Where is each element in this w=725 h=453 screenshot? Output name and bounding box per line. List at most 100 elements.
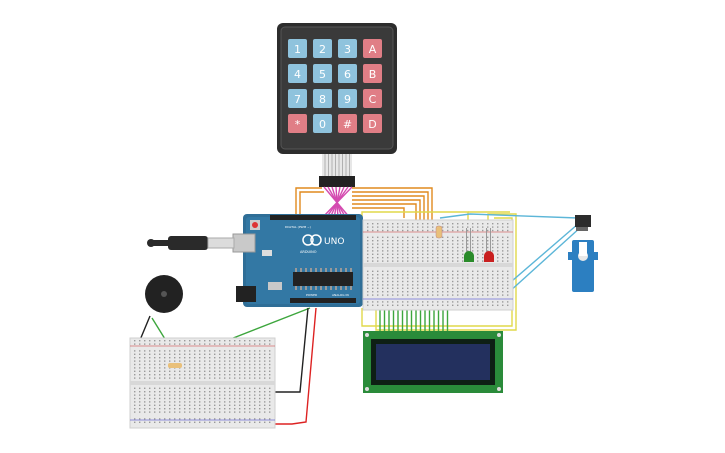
led-red[interactable] <box>484 228 494 262</box>
breadboard-hole <box>174 387 176 389</box>
breadboard-hole <box>487 250 489 252</box>
breadboard-hole <box>492 236 494 238</box>
breadboard-hole <box>149 387 151 389</box>
breadboard-hole <box>179 421 181 423</box>
breadboard-hole <box>492 287 494 289</box>
breadboard-hole <box>452 226 454 228</box>
breadboard-hole <box>214 411 216 413</box>
breadboard-hole <box>407 284 409 286</box>
breadboard-small[interactable] <box>129 337 276 429</box>
breadboard-hole <box>472 291 474 293</box>
breadboard-hole <box>502 236 504 238</box>
keypad-key[interactable] <box>288 89 307 108</box>
breadboard-hole <box>134 387 136 389</box>
breadboard-hole <box>462 294 464 296</box>
breadboard-hole <box>407 226 409 228</box>
keypad-key[interactable] <box>338 64 357 83</box>
breadboard-hole <box>447 240 449 242</box>
keypad-key[interactable] <box>363 39 382 58</box>
breadboard-hole <box>377 250 379 252</box>
breadboard-hole <box>249 374 251 376</box>
breadboard-hole <box>402 240 404 242</box>
breadboard-hole <box>462 243 464 245</box>
breadboard-hole <box>229 353 231 355</box>
breadboard-hole <box>234 363 236 366</box>
keypad-key[interactable] <box>363 64 382 83</box>
breadboard-hole <box>204 367 206 369</box>
keypad-key[interactable] <box>313 89 332 108</box>
keypad-key[interactable] <box>313 114 332 133</box>
breadboard-hole <box>507 260 509 262</box>
breadboard-hole <box>417 229 419 232</box>
breadboard-hole <box>199 404 201 406</box>
breadboard-hole <box>169 394 171 396</box>
breadboard-hole <box>412 287 414 289</box>
breadboard-hole <box>204 404 206 406</box>
buzzer-icon[interactable] <box>145 275 183 313</box>
breadboard-hole <box>184 397 186 400</box>
resistor-icon[interactable] <box>435 225 443 239</box>
breadboard-hole <box>234 404 236 406</box>
keypad-key[interactable] <box>363 114 382 133</box>
breadboard-hole <box>432 253 434 255</box>
breadboard-hole <box>412 277 414 279</box>
breadboard-hole <box>234 387 236 389</box>
keypad-key[interactable] <box>313 39 332 58</box>
keypad-key[interactable] <box>288 64 307 83</box>
breadboard-hole <box>239 418 241 420</box>
lcd-display[interactable] <box>363 331 503 393</box>
breadboard-hole <box>159 367 161 369</box>
breadboard-hole <box>447 304 449 306</box>
breadboard-hole <box>402 260 404 262</box>
breadboard-hole <box>219 418 221 420</box>
breadboard-hole <box>209 367 211 369</box>
breadboard-hole <box>432 291 434 293</box>
breadboard-hole <box>412 240 414 242</box>
breadboard-hole <box>377 304 379 306</box>
breadboard-hole <box>402 250 404 252</box>
breadboard-hole <box>169 421 171 423</box>
keypad-key[interactable] <box>338 89 357 108</box>
breadboard-hole <box>234 360 236 362</box>
breadboard-hole <box>244 374 246 376</box>
arduino-uno[interactable]: UNO ARDUINO DIGITAL (PWM ~) POWER ANALOG… <box>232 214 363 307</box>
breadboard-hole <box>174 397 176 400</box>
breadboard-hole <box>194 408 196 410</box>
breadboard-hole <box>154 340 156 342</box>
breadboard-hole <box>467 284 469 286</box>
breadboard-hole <box>402 253 404 255</box>
breadboard-hole <box>432 236 434 238</box>
breadboard-hole <box>502 277 504 279</box>
led-green[interactable] <box>464 228 474 262</box>
keypad-key[interactable] <box>338 39 357 58</box>
breadboard-hole <box>502 240 504 242</box>
keypad-key[interactable] <box>288 39 307 58</box>
breadboard-hole <box>164 363 166 366</box>
keypad-key[interactable] <box>313 64 332 83</box>
breadboard-hole <box>412 229 414 232</box>
breadboard-hole <box>372 240 374 242</box>
servo-icon[interactable] <box>568 215 598 292</box>
breadboard-hole <box>497 226 499 228</box>
breadboard-hole <box>204 394 206 396</box>
breadboard-hole <box>259 418 261 420</box>
breadboard-hole <box>407 301 409 303</box>
breadboard-hole <box>492 304 494 306</box>
breadboard-hole <box>422 287 424 289</box>
breadboard-hole <box>164 404 166 406</box>
breadboard-hole <box>487 287 489 289</box>
breadboard-hole <box>432 287 434 289</box>
breadboard-hole <box>174 408 176 410</box>
keypad-key[interactable] <box>288 114 307 133</box>
breadboard-hole <box>224 360 226 362</box>
breadboard-hole <box>254 374 256 376</box>
breadboard-hole <box>392 280 394 283</box>
keypad-key[interactable] <box>338 114 357 133</box>
breadboard-hole <box>199 343 201 345</box>
breadboard-hole <box>179 408 181 410</box>
breadboard-hole <box>224 394 226 396</box>
breadboard-hole <box>174 394 176 396</box>
keypad-key[interactable] <box>363 89 382 108</box>
